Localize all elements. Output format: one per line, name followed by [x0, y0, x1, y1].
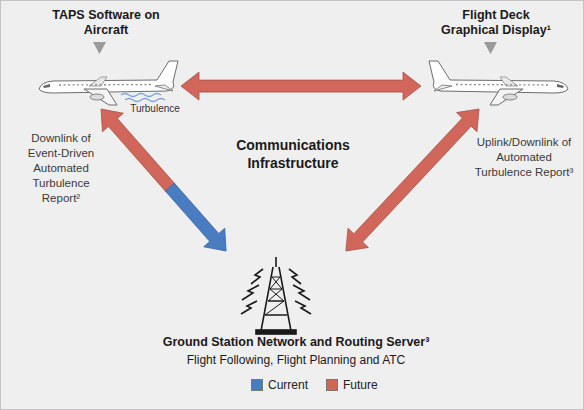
aircraft-right	[429, 61, 568, 105]
signal-bolt	[242, 285, 259, 300]
pointer-triangle	[93, 42, 106, 54]
turbulence-waves	[121, 94, 165, 102]
legend: Current Future	[251, 378, 396, 392]
wave	[121, 94, 161, 97]
aircraft-left	[39, 61, 178, 105]
arrow-segment	[101, 109, 175, 192]
legend-text: Future	[343, 378, 378, 392]
aircraft-node: TAPS Software on Aircraft	[31, 5, 181, 109]
lattice	[265, 277, 287, 315]
aircraft-node: Flight Deck Graphical Display¹	[421, 5, 571, 109]
turbulence-label: Turbulence	[125, 102, 185, 115]
arrow-segment	[181, 72, 421, 100]
signal-bolt	[251, 269, 263, 284]
antenna	[275, 257, 277, 267]
node-body: Flight Following, Flight Planning and AT…	[152, 353, 440, 367]
legend-item: Current	[251, 378, 308, 392]
legend-text: Current	[268, 378, 308, 392]
signal-bolt	[295, 301, 311, 314]
pointer-triangle	[484, 42, 497, 54]
arrow-segment	[346, 109, 479, 251]
legend-swatch	[326, 379, 338, 391]
node-heading: TAPS Software on Aircraft	[49, 8, 164, 38]
tower-symbol	[241, 257, 311, 334]
data-link-arrow	[181, 72, 421, 100]
arrow-segment	[165, 183, 226, 251]
data-link-arrow	[346, 109, 479, 251]
signal-bolt	[289, 269, 301, 284]
edge-label: Uplink/Downlink of Automated Turbulence …	[469, 135, 579, 180]
node-heading: Ground Station Network and Routing Serve…	[152, 335, 440, 350]
ground-station-node: Ground Station Network and Routing Serve…	[151, 251, 441, 369]
signal-bolt	[293, 285, 310, 300]
legend-item: Future	[326, 378, 378, 392]
edge-label: Downlink of Event-Driven Automated Turbu…	[21, 131, 101, 206]
data-link-arrow	[101, 109, 226, 251]
node-heading: Flight Deck Graphical Display¹	[439, 8, 554, 38]
center-label: Communications Infrastructure	[223, 136, 363, 172]
signal-bolt	[241, 301, 257, 314]
tower-base	[256, 330, 296, 334]
tower-leg	[279, 267, 291, 331]
tower-leg	[261, 267, 273, 331]
wave	[125, 99, 165, 102]
legend-swatch	[251, 379, 263, 391]
